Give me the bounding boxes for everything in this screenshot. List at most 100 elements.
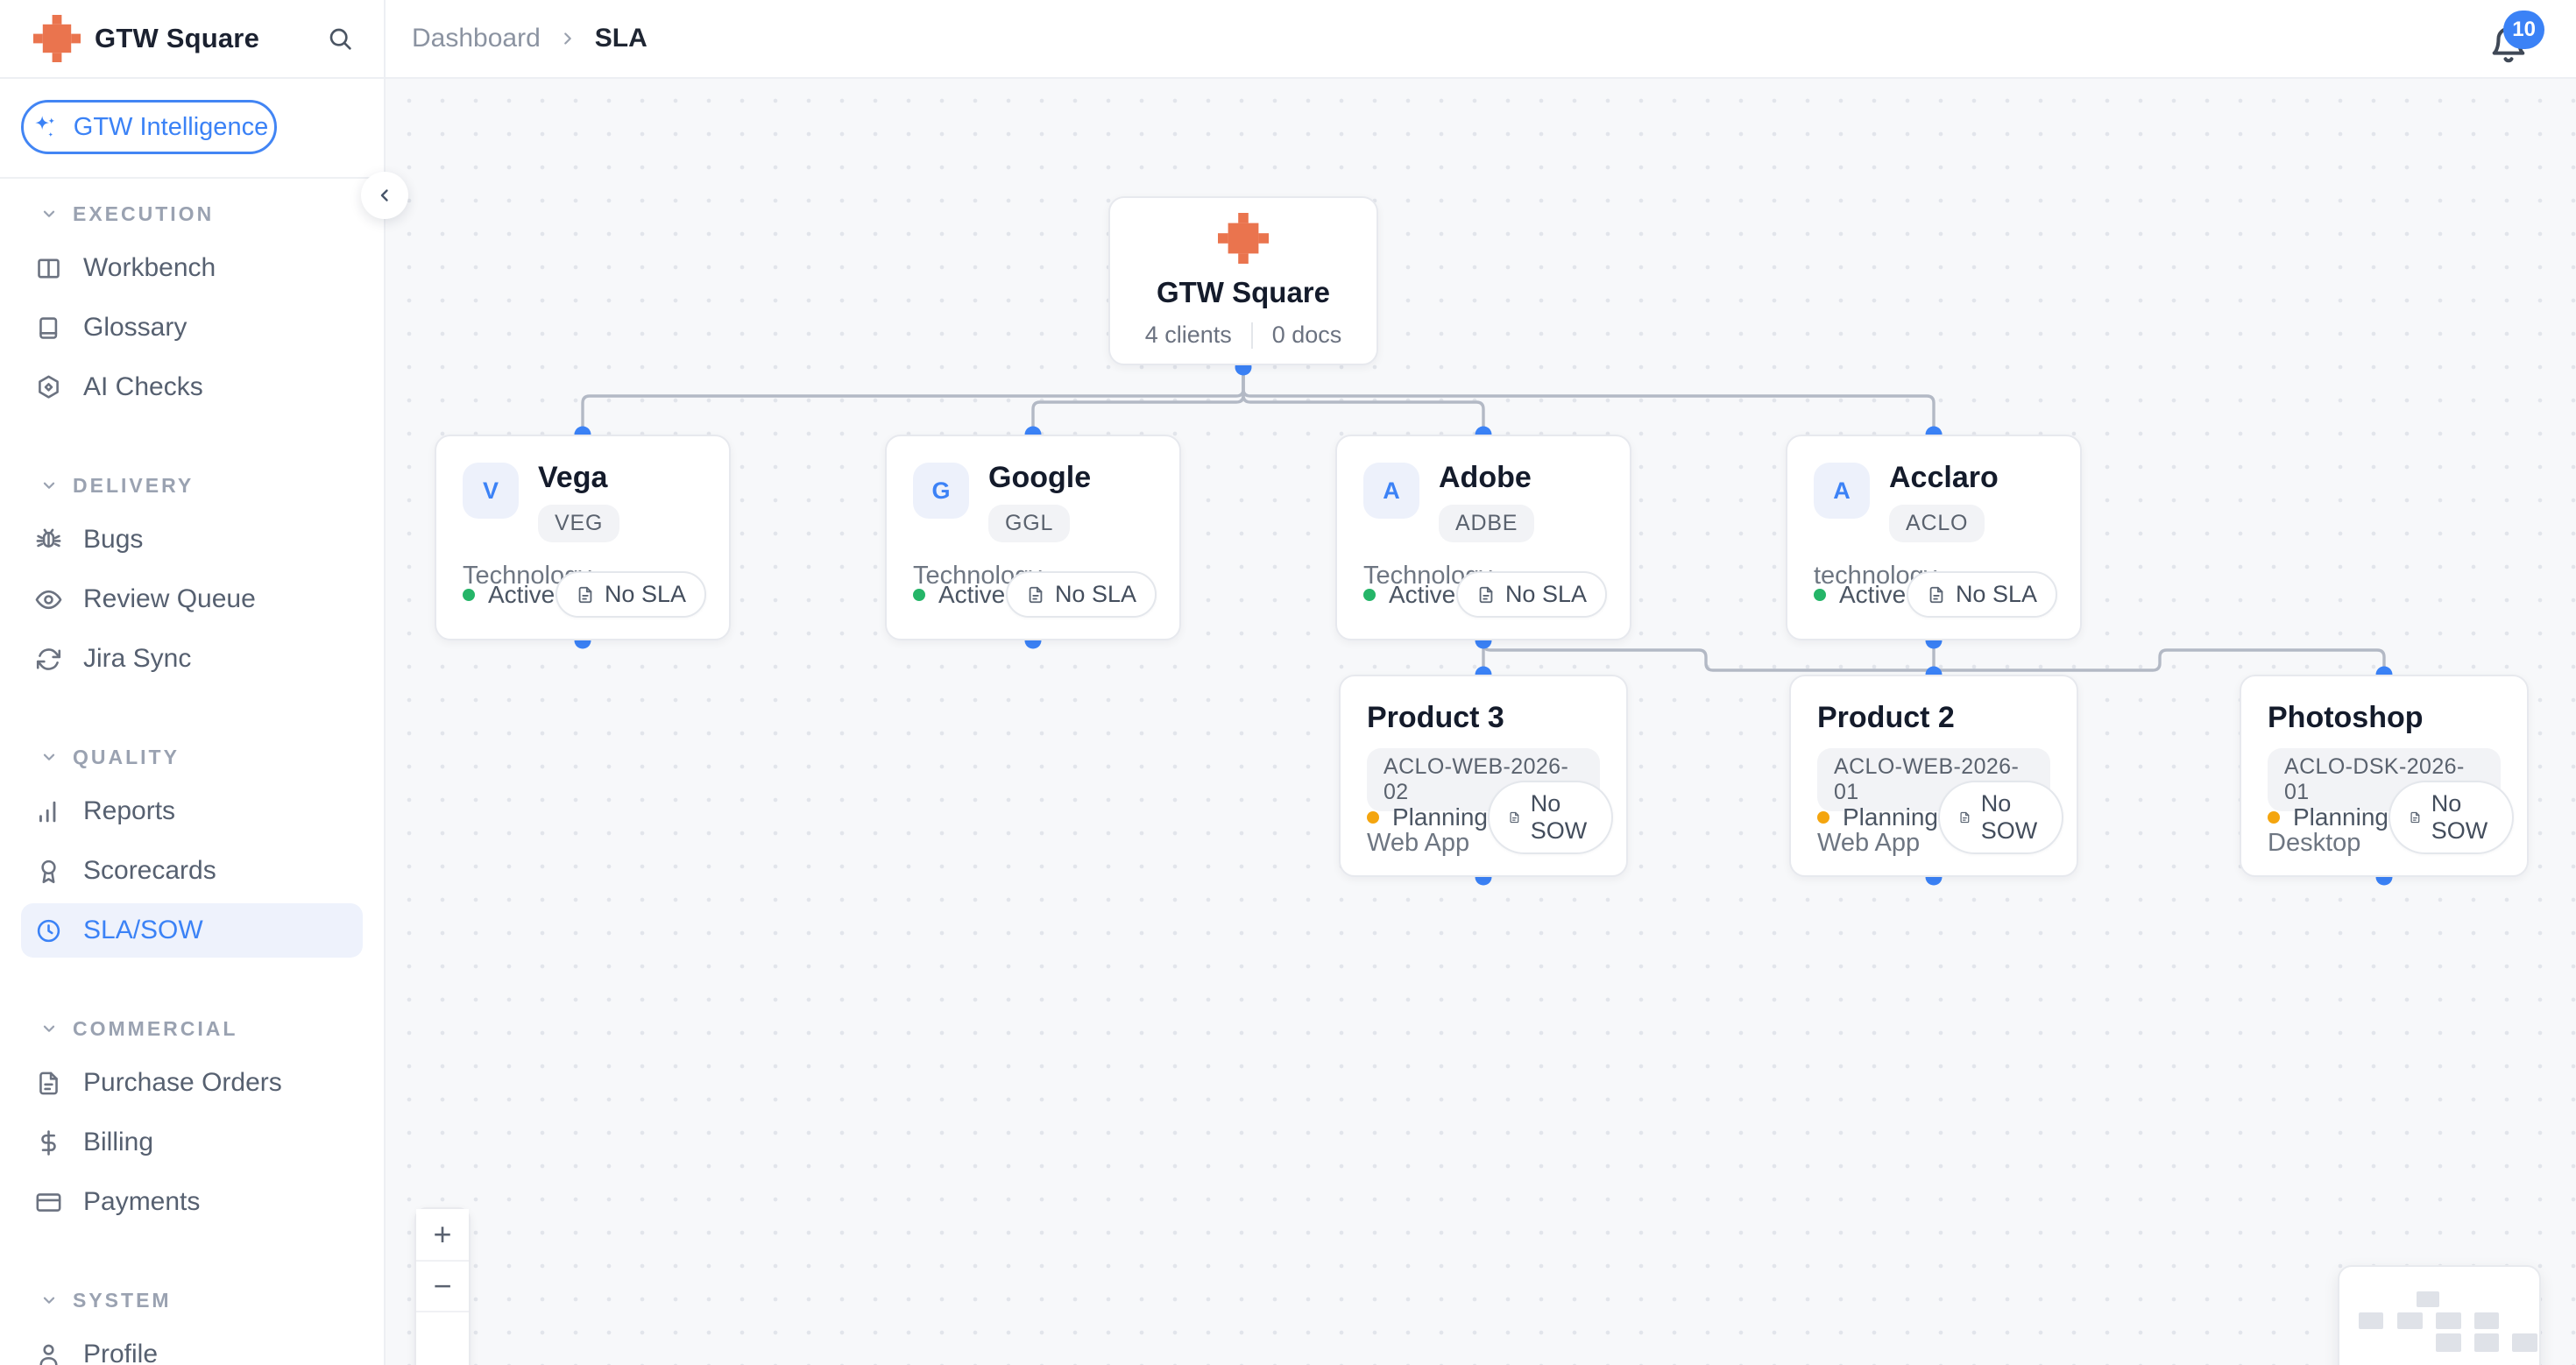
bar-chart-icon — [39, 801, 56, 822]
sidebar-item-reports[interactable]: Reports — [21, 784, 363, 838]
breadcrumb-dashboard[interactable]: Dashboard — [412, 24, 541, 53]
avatar: V — [463, 463, 519, 519]
fit-view-button[interactable] — [416, 1311, 469, 1365]
sidebar-item-purchase-orders[interactable]: Purchase Orders — [21, 1056, 363, 1110]
product-node-photoshop[interactable]: Photoshop ACLO-DSK-2026-01 Desktop Plann… — [2240, 675, 2529, 877]
status-dot — [913, 588, 925, 601]
nav-section-execution: EXECUTION Workbench Glossary AI Checks — [0, 194, 384, 414]
minimap-node — [2474, 1333, 2499, 1352]
notification-count-badge: 10 — [2503, 11, 2544, 49]
section-header-execution[interactable]: EXECUTION — [0, 194, 384, 233]
sidebar-item-scorecards[interactable]: Scorecards — [21, 844, 363, 898]
document-icon — [1029, 586, 1043, 603]
status-dot — [463, 588, 475, 601]
product-name: Photoshop — [2268, 701, 2424, 734]
minimap-node — [2359, 1312, 2383, 1329]
ai-checks-icon — [39, 375, 59, 399]
sparkles-icon — [35, 116, 55, 138]
status-label: Active — [938, 580, 1006, 608]
org-node-gtw-square[interactable]: GTW Square 4 clients 0 docs — [1108, 196, 1378, 365]
sla-badge[interactable]: No SLA — [1005, 571, 1157, 618]
org-name: GTW Square — [1156, 276, 1331, 308]
product-type: Web App — [1817, 828, 1921, 857]
client-code-tag: GGL — [988, 504, 1071, 542]
client-node-acclaro[interactable]: A Acclaro ACLO technology Active No SLA — [1786, 435, 2082, 640]
section-header-delivery[interactable]: DELIVERY — [0, 466, 384, 505]
app-logo-icon — [33, 15, 81, 62]
search-button[interactable] — [326, 25, 354, 53]
nav-section-system: SYSTEM Profile — [0, 1281, 384, 1365]
sla-badge[interactable]: No SLA — [1455, 571, 1607, 618]
product-node-product-2[interactable]: Product 2 ACLO-WEB-2026-01 Web App Plann… — [1789, 675, 2078, 877]
org-logo-icon — [1218, 213, 1269, 264]
book-icon — [39, 316, 58, 339]
zoom-in-button[interactable]: + — [416, 1209, 469, 1260]
sla-badge[interactable]: No SLA — [1906, 571, 2057, 618]
sidebar-item-payments[interactable]: Payments — [21, 1175, 363, 1229]
sow-badge[interactable]: No SOW — [1937, 781, 2064, 854]
sidebar-item-billing[interactable]: Billing — [21, 1115, 363, 1170]
sidebar-item-review-queue[interactable]: Review Queue — [21, 572, 363, 626]
sidebar-collapse-button[interactable] — [361, 172, 408, 219]
status-label: Active — [488, 580, 556, 608]
product-type: Desktop — [2268, 828, 2361, 857]
client-name: Vega — [538, 461, 608, 494]
minimap[interactable] — [2338, 1265, 2541, 1365]
divider — [1250, 322, 1253, 349]
sidebar-item-sla-sow[interactable]: SLA/SOW — [21, 903, 363, 958]
chevron-down-icon — [43, 1297, 55, 1304]
status-label: Planning — [1843, 803, 1938, 831]
nav-section-delivery: DELIVERY Bugs Review Queue Jira Sync — [0, 466, 384, 686]
org-docs-count: 0 docs — [1271, 322, 1342, 348]
workbench-columns-icon — [38, 258, 60, 278]
section-header-quality[interactable]: QUALITY — [0, 738, 384, 776]
client-node-vega[interactable]: V Vega VEG Technology Active No SLA — [435, 435, 731, 640]
avatar: A — [1814, 463, 1870, 519]
sidebar-item-workbench[interactable]: Workbench — [21, 241, 363, 295]
sidebar-item-profile[interactable]: Profile — [21, 1327, 363, 1365]
sow-badge[interactable]: No SOW — [1487, 781, 1614, 854]
product-node-product-3[interactable]: Product 3 ACLO-WEB-2026-02 Web App Plann… — [1339, 675, 1628, 877]
client-code-tag: ACLO — [1889, 504, 1985, 542]
sidebar-nav: EXECUTION Workbench Glossary AI Checks — [0, 179, 384, 1365]
status-dot — [1367, 811, 1379, 824]
document-icon — [2410, 811, 2420, 824]
sidebar-item-bugs[interactable]: Bugs — [21, 513, 363, 567]
app-title: GTW Square — [95, 23, 260, 53]
user-icon — [39, 1344, 58, 1365]
chevron-down-icon — [43, 210, 55, 217]
sidebar-header: GTW Square — [0, 0, 384, 79]
chevron-down-icon — [43, 1025, 55, 1032]
sidebar-item-ai-checks[interactable]: AI Checks — [21, 360, 363, 414]
document-icon — [1510, 811, 1519, 824]
sidebar-item-jira-sync[interactable]: Jira Sync — [21, 632, 363, 686]
org-clients-count: 4 clients — [1144, 322, 1232, 348]
clock-icon — [37, 919, 60, 942]
avatar: G — [913, 463, 969, 519]
section-header-commercial[interactable]: COMMERCIAL — [0, 1009, 384, 1048]
gtw-intelligence-button[interactable]: GTW Intelligence — [21, 100, 277, 154]
chevron-down-icon — [43, 482, 55, 489]
nav-section-commercial: COMMERCIAL Purchase Orders Billing Payme… — [0, 1009, 384, 1229]
status-label: Planning — [2293, 803, 2388, 831]
chevron-left-icon — [380, 189, 388, 202]
sow-badge[interactable]: No SOW — [2388, 781, 2515, 854]
client-node-google[interactable]: G Google GGL Technology Active No SLA — [885, 435, 1181, 640]
zoom-out-button[interactable]: − — [416, 1260, 469, 1311]
minimap-node — [2512, 1333, 2537, 1352]
sidebar-item-glossary[interactable]: Glossary — [21, 301, 363, 355]
sidebar: GTW Square GTW Intelligence EXECUTION — [0, 0, 386, 1365]
zoom-controls: + − — [414, 1207, 471, 1365]
section-header-system[interactable]: SYSTEM — [0, 1281, 384, 1319]
status-dot — [1363, 588, 1376, 601]
sla-badge[interactable]: No SLA — [555, 571, 706, 618]
breadcrumb-current: SLA — [594, 24, 648, 53]
client-code-tag: ADBE — [1439, 504, 1535, 542]
client-node-adobe[interactable]: A Adobe ADBE Technology Active No SLA — [1335, 435, 1631, 640]
notifications-button[interactable]: 10 — [2487, 11, 2544, 65]
top-bar: Dashboard SLA 10 — [386, 0, 2576, 79]
document-icon — [578, 586, 592, 603]
product-type: Web App — [1367, 828, 1470, 857]
product-name: Product 3 — [1367, 701, 1504, 734]
minimap-node — [2474, 1312, 2499, 1329]
